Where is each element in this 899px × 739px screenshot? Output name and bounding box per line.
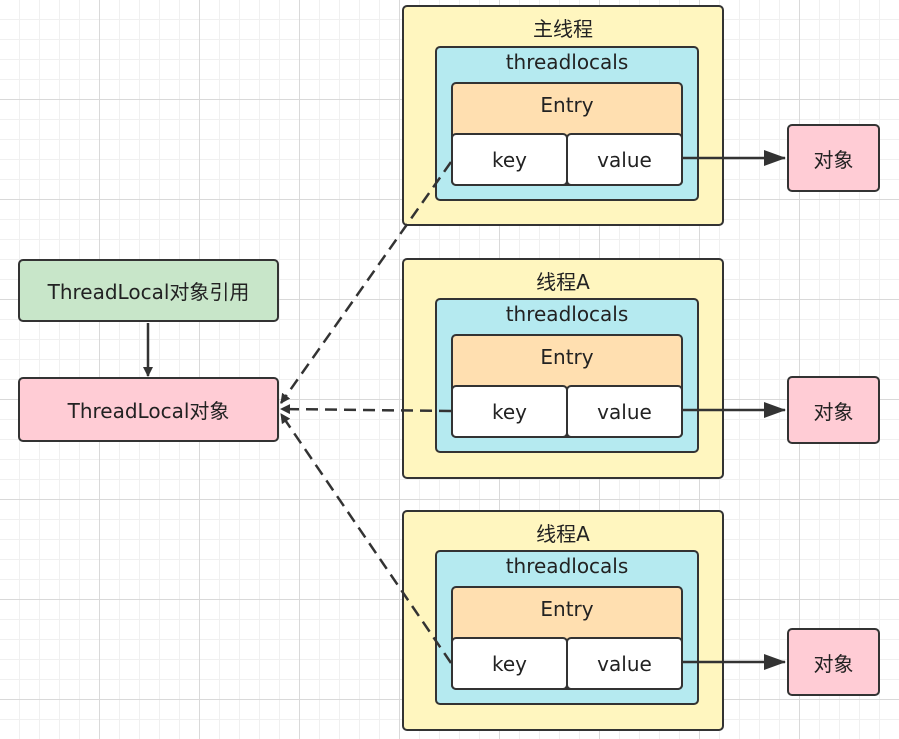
weak-reference-arrow: [279, 161, 453, 404]
thread-title: 线程A: [536, 522, 590, 546]
value-box: value: [566, 133, 683, 186]
threadlocals-title: threadlocals: [505, 50, 629, 74]
threadlocals-title: threadlocals: [505, 554, 629, 578]
thread-title: 线程A: [536, 270, 590, 294]
value-label: value: [597, 651, 652, 676]
value-object-label: 对象: [813, 399, 854, 424]
threadlocals-title: threadlocals: [505, 302, 629, 326]
key-label: key: [491, 147, 527, 172]
key-label: key: [491, 399, 527, 424]
value-object-label: 对象: [813, 147, 854, 172]
thread-title: 主线程: [533, 17, 593, 41]
value-box: value: [566, 637, 683, 690]
value-object-box: 对象: [787, 376, 880, 444]
value-object-box: 对象: [787, 628, 880, 696]
key-box: key: [451, 133, 568, 186]
threadlocal-object-box: ThreadLocal对象: [18, 377, 279, 442]
value-label: value: [597, 399, 652, 424]
value-label: value: [597, 147, 652, 172]
threadlocal-reference-box: ThreadLocal对象引用: [18, 259, 279, 322]
entry-title: Entry: [540, 597, 594, 621]
entry-title: Entry: [540, 93, 594, 117]
threadlocal-reference-label: ThreadLocal对象引用: [47, 280, 250, 304]
value-object-label: 对象: [813, 651, 854, 676]
entry-title: Entry: [540, 345, 594, 369]
weak-reference-arrow: [279, 413, 453, 664]
value-object-box: 对象: [787, 124, 880, 192]
weak-reference-arrow: [280, 404, 452, 415]
key-label: key: [491, 651, 527, 676]
value-box: value: [566, 385, 683, 438]
key-box: key: [451, 637, 568, 690]
threadlocal-object-label: ThreadLocal对象: [67, 399, 230, 423]
